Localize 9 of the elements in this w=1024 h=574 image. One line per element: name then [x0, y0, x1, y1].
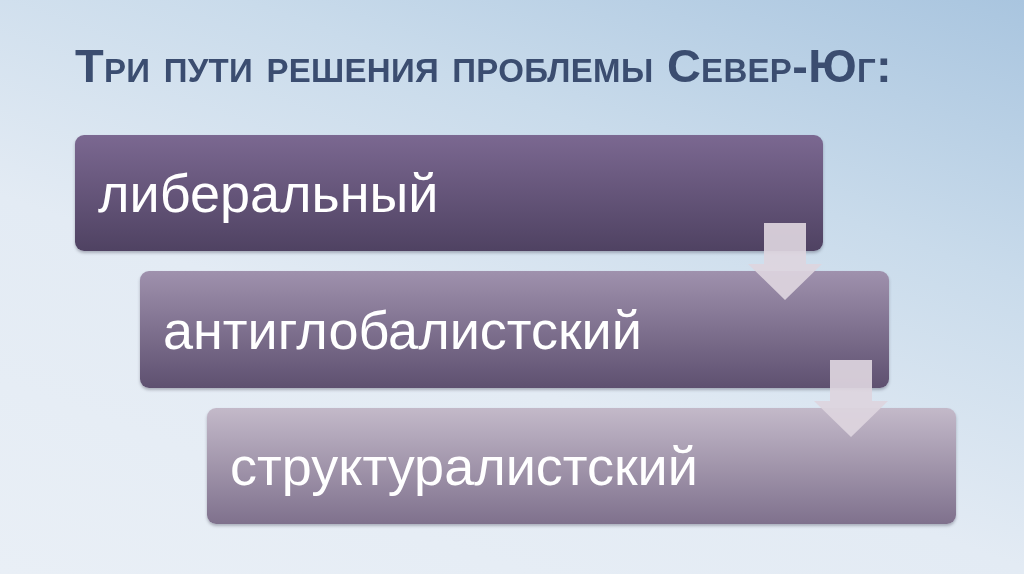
process-box: [75, 135, 823, 251]
box-text: либеральный: [98, 162, 439, 224]
arrow: [814, 360, 888, 437]
arrow: [748, 223, 822, 300]
box-text: антиглобалистский: [163, 298, 642, 361]
process-box: [207, 408, 956, 524]
box-text: структуралистский: [230, 435, 698, 497]
process-box: [140, 271, 889, 388]
title: Три пути решения проблемы Север-Юг:: [75, 38, 892, 93]
